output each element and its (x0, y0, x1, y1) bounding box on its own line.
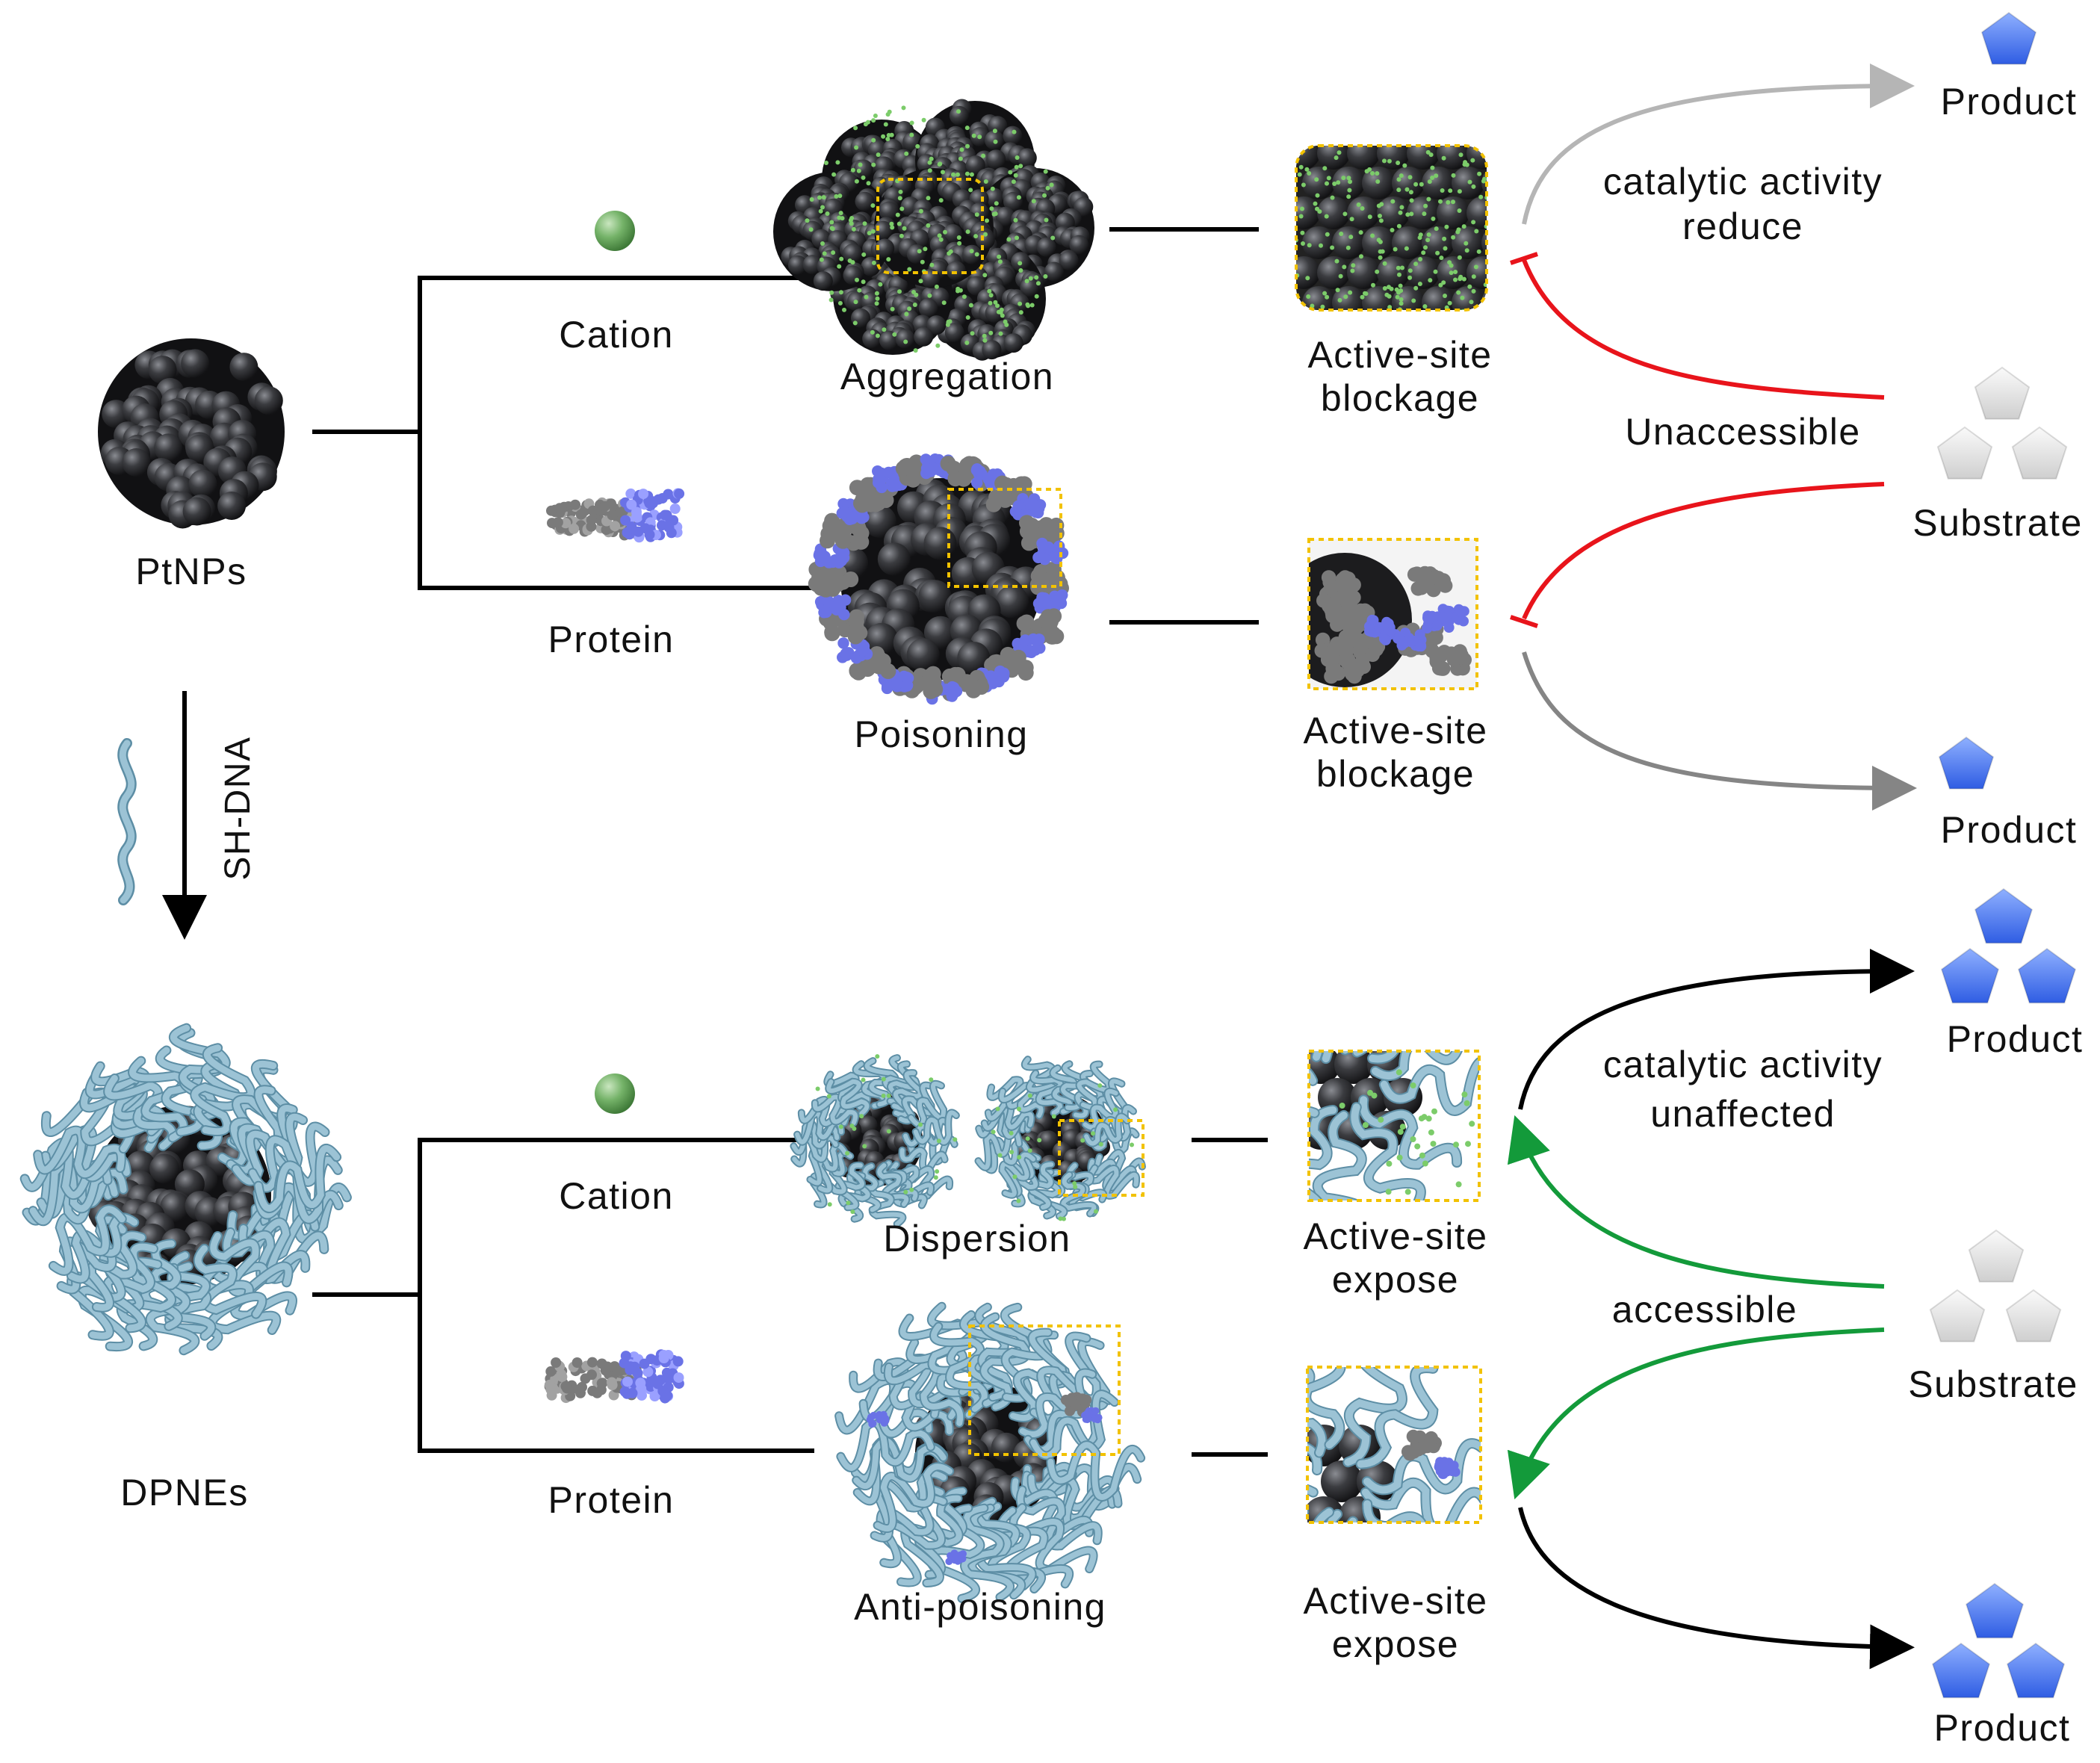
catalytic-activity-label-bottom: catalytic activity (1603, 1044, 1883, 1085)
zoom-anti-poisoning-expose (1306, 1366, 1482, 1524)
unaffected-label: unaffected (1650, 1093, 1836, 1135)
zoom-aggregation-blockage (1295, 144, 1488, 312)
ptnps-nanoparticle-icon (98, 338, 285, 529)
poisoned-nanoparticle-icon (808, 453, 1069, 705)
substrate-label-2: Substrate (1908, 1363, 2078, 1405)
protein-icon (546, 488, 685, 543)
catalytic-activity-label-top: catalytic activity (1603, 161, 1883, 202)
accessible-upper-arrow (1507, 1115, 1885, 1289)
reduced-activity-arrow (1522, 63, 1915, 225)
unaccessible-upper-arrow (1522, 258, 1885, 400)
aggregation-cluster-icon (773, 99, 1094, 361)
substrate-label-1: Substrate (1912, 502, 2083, 544)
text-labels: PtNPs DPNEs SH-DNA Cation Protein Cation… (120, 81, 2084, 1749)
active-site-label-2: Active-site (1303, 710, 1487, 752)
dispersed-dpnes-icon (790, 1054, 1146, 1228)
blockage-label-1: blockage (1321, 377, 1479, 419)
product-label-4: Product (1934, 1707, 2071, 1749)
ptnps-label: PtNPs (135, 551, 247, 592)
active-site-label-1: Active-site (1307, 334, 1492, 376)
blockage-label-2: blockage (1316, 753, 1475, 795)
expose-label-4: expose (1332, 1623, 1459, 1665)
connector-lines (162, 227, 1268, 1457)
exposed-product-arrow (1518, 1507, 1915, 1670)
dispersion-label: Dispersion (883, 1218, 1071, 1259)
dpnes-nanoparticle-icon (19, 1023, 352, 1356)
zoom-poisoning-blockage (1307, 538, 1478, 690)
unaccessible-lower-arrow (1522, 482, 1885, 620)
protein-label-top: Protein (548, 619, 675, 660)
cation-icon (595, 1073, 635, 1114)
protein-icon (544, 1349, 684, 1404)
sh-dna-label: SH-DNA (218, 736, 258, 880)
unaccessible-label: Unaccessible (1625, 411, 1860, 453)
dna-strand-icon (117, 738, 137, 905)
pathway-arrows (1507, 63, 1917, 1670)
inhibition-bar-upper (1510, 252, 1538, 265)
aggregation-label: Aggregation (840, 356, 1054, 397)
product-label-2: Product (1941, 809, 2078, 851)
protein-label-bottom: Protein (548, 1479, 675, 1521)
poisoned-product-arrow (1522, 651, 1917, 811)
product-label-3: Product (1947, 1018, 2084, 1060)
anti-poisoning-label: Anti-poisoning (854, 1586, 1106, 1628)
expose-label-3: expose (1332, 1259, 1459, 1301)
anti-poisoning-dpne-icon (834, 1301, 1146, 1603)
poisoning-label: Poisoning (854, 713, 1028, 755)
zoom-dispersion-expose (1307, 1050, 1481, 1202)
reduce-label: reduce (1682, 205, 1803, 247)
product-label-1: Product (1941, 81, 2078, 123)
dpnes-label: DPNEs (120, 1472, 248, 1513)
cation-label-top: Cation (559, 314, 674, 356)
cation-icon (595, 211, 635, 251)
active-site-label-4: Active-site (1303, 1580, 1487, 1622)
inhibition-bar-lower (1510, 615, 1538, 628)
unaffected-activity-arrow (1518, 949, 1915, 1110)
cation-label-bottom: Cation (559, 1175, 674, 1217)
pentagon-markers (1929, 11, 2077, 1699)
accessible-label: accessible (1612, 1289, 1797, 1330)
active-site-label-3: Active-site (1303, 1215, 1487, 1257)
illustrations (19, 11, 2077, 1699)
accessible-lower-arrow (1507, 1327, 1885, 1500)
